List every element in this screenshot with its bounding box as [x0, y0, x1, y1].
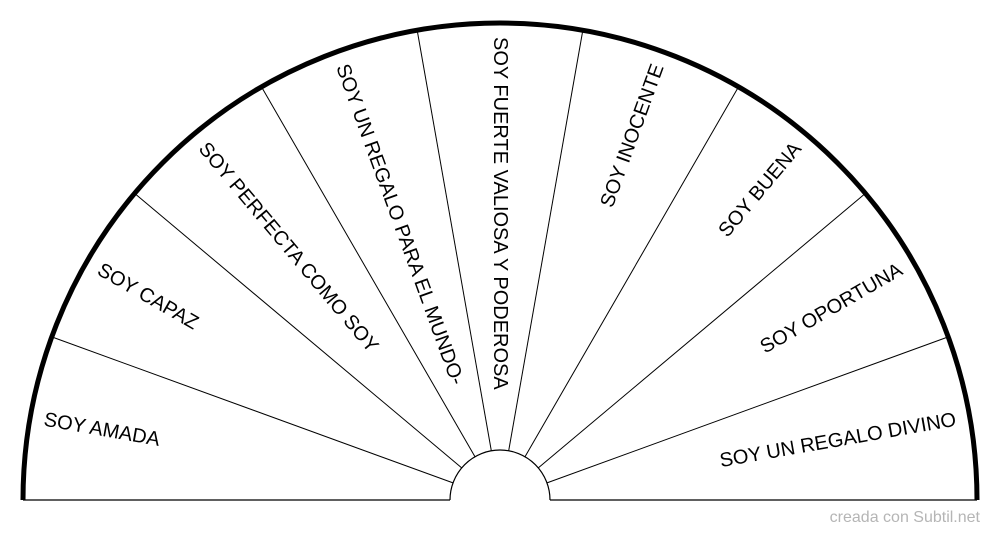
sector-dividers [23, 30, 977, 501]
sector-label: SOY FUERTE VALIOSA Y PODEROSA [489, 37, 511, 390]
sector-divider [416, 30, 492, 451]
sector-divider [524, 86, 739, 457]
sector-label: SOY OPORTUNA [757, 259, 907, 359]
sector-label: SOY INOCENTE [596, 61, 668, 210]
sector-divider [51, 336, 454, 484]
credit-text: creada con Subtil.net [829, 509, 980, 526]
sector-divider [546, 336, 949, 484]
sector-divider [261, 86, 476, 457]
sector-label: SOY UN REGALO DIVINO [718, 409, 958, 472]
sector-divider [134, 193, 463, 469]
center-hub-arc [449, 449, 551, 501]
outer-arc [20, 20, 980, 501]
sector-label: SOY BUENA [714, 138, 806, 242]
sector-divider [537, 193, 866, 469]
sector-label: SOY AMADA [42, 409, 162, 451]
sector-label: SOY CAPAZ [94, 259, 203, 334]
sector-divider [508, 30, 584, 451]
